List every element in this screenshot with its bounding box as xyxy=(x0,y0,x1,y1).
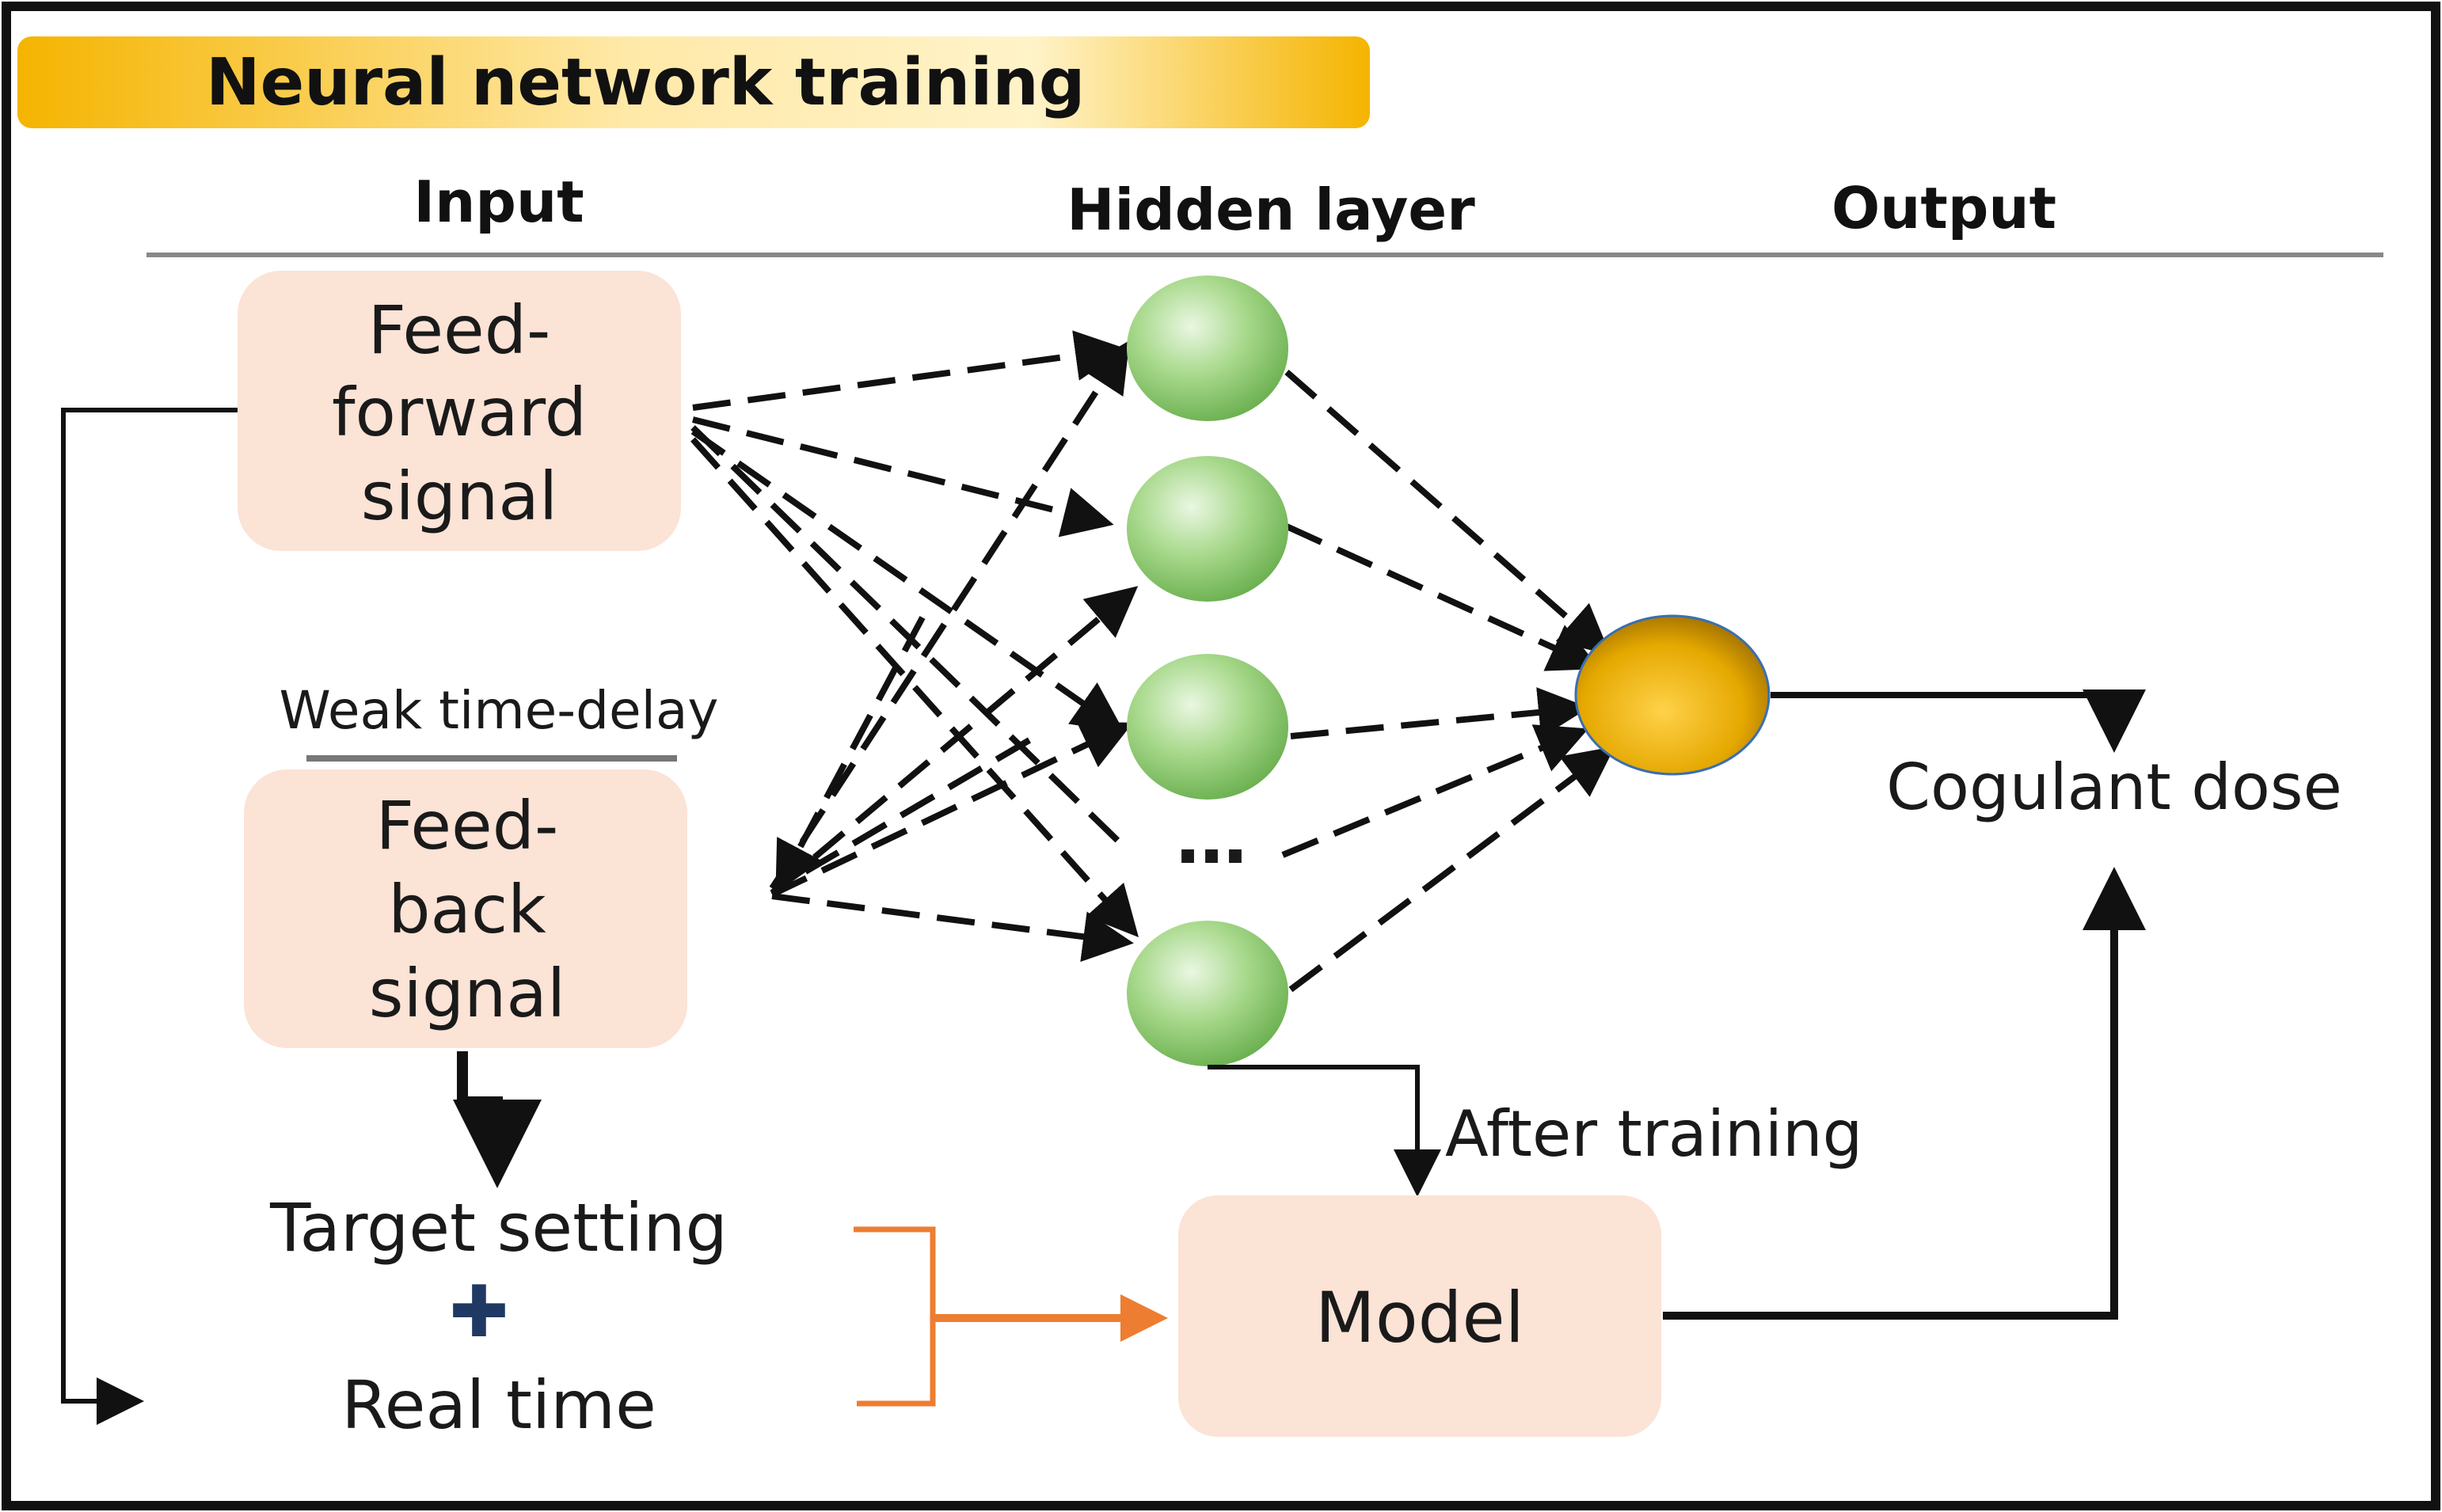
feedback-line-1: Feed- xyxy=(376,787,559,864)
after-training-arrow xyxy=(1208,1065,1441,1197)
real-time-label: Real time xyxy=(341,1366,656,1444)
model-dose-arrow xyxy=(1663,867,2146,1320)
feedback-line-2: back xyxy=(388,871,546,948)
hidden-node-3 xyxy=(1127,654,1288,800)
title-band xyxy=(17,36,1370,128)
hidden-node-2 xyxy=(1127,456,1288,602)
dose-label: Cogulant dose xyxy=(1886,750,2342,824)
target-setting-label: Target setting xyxy=(269,1189,728,1267)
output-dose-arrow xyxy=(1771,690,2146,753)
hidden-node-1 xyxy=(1127,275,1288,421)
plus-icon: ✚ xyxy=(449,1271,508,1354)
hidden-ellipsis: … xyxy=(1176,797,1247,880)
feedback-step-arrow xyxy=(453,1051,542,1188)
feedforward-line-2: forward xyxy=(332,374,587,451)
output-node xyxy=(1574,614,1771,776)
column-header-output: Output xyxy=(1832,175,2056,241)
feedforward-line-3: signal xyxy=(361,458,557,535)
feedback-line-3: signal xyxy=(369,955,565,1032)
column-header-hidden: Hidden layer xyxy=(1067,177,1475,243)
after-training-label: After training xyxy=(1445,1097,1862,1171)
orange-bracket-arrow xyxy=(854,1226,1168,1407)
diagram-title: Neural network training xyxy=(206,45,1085,120)
feedback-box: Feed- back signal xyxy=(244,769,687,1048)
feedback-return-connections xyxy=(775,616,1032,894)
column-header-input: Input xyxy=(413,169,584,235)
feedforward-line-1: Feed- xyxy=(368,291,551,369)
hidden-node-4 xyxy=(1127,921,1288,1066)
model-box: Model xyxy=(1178,1195,1661,1437)
feedback-connections xyxy=(769,340,1139,963)
feedforward-box: Feed- forward signal xyxy=(238,271,681,551)
weak-delay-label: Weak time-delay xyxy=(280,680,719,741)
model-label: Model xyxy=(1315,1277,1524,1358)
hidden-output-connections xyxy=(1281,369,1615,993)
feedforward-loop-arrow xyxy=(61,408,238,1425)
